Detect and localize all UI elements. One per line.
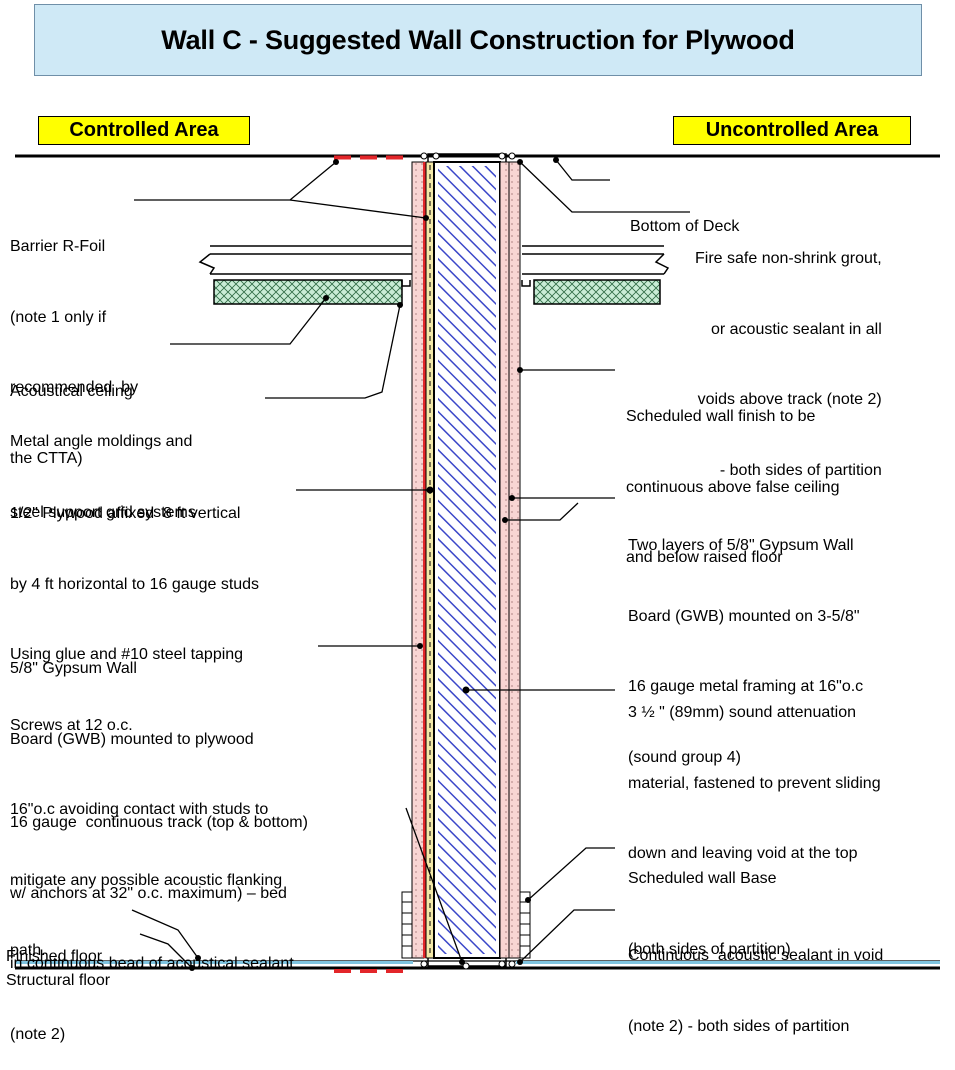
note-line: 16 gauge metal framing at 16"o.c [628, 678, 864, 695]
note-line: 3 ½ " (89mm) sound attenuation [628, 704, 857, 721]
note-metal-moldings: Metal angle moldings and steel support g… [10, 383, 196, 548]
page-title: Wall C - Suggested Wall Construction for… [161, 24, 795, 55]
note-barrier-foil: Barrier R-Foil (note 1 only if recommend… [10, 188, 138, 494]
note-wall-base: Scheduled wall Base (both sides of parti… [628, 820, 791, 985]
note-line: by 4 ft horizontal to 16 gauge studs [10, 575, 260, 593]
plywood-layer [425, 161, 435, 959]
top-track [427, 153, 507, 162]
gwb-right-inner [499, 161, 510, 959]
note-line: 16 gauge continuous track (top & bottom) [10, 814, 308, 831]
note-bottom-of-deck: Bottom of Deck [630, 168, 739, 262]
note-two-layers-gwb: Two layers of 5/8" Gypsum Wall Board (GW… [628, 487, 863, 793]
note-line: Two layers of 5/8" Gypsum Wall [628, 537, 854, 554]
finished-floor-strip [15, 961, 413, 964]
note-line: Metal angle moldings and [10, 433, 193, 450]
title-box: Wall C - Suggested Wall Construction for… [34, 4, 922, 76]
note-line: 1/2" Plywood affixed 8 ft vertical [10, 505, 241, 522]
right-leaders [466, 159, 690, 963]
note-plywood: 1/2" Plywood affixed 8 ft vertical by 4 … [10, 455, 259, 761]
finished-floor-strip-right [516, 961, 940, 964]
note-line: in continuous bead of acoustical sealant [10, 955, 294, 972]
note-track: 16 gauge continuous track (top & bottom)… [10, 764, 308, 1070]
note-line: 5/8" Gypsum Wall [10, 660, 137, 677]
note-line: mitigate any possible acoustic flanking [10, 871, 283, 889]
note-line: the CTTA) [10, 449, 83, 467]
sound-attenuation [438, 166, 496, 954]
note-line: Scheduled wall finish to be [626, 408, 816, 425]
note-line: recommended by [10, 379, 139, 396]
note-line: Acoustical ceiling [10, 383, 133, 400]
note-line: (note 2) - both sides of partition [628, 1017, 850, 1035]
note-line: Board (GWB) mounted on 3-5/8" [628, 607, 860, 625]
note-line: path. [10, 942, 46, 959]
note-line: Fire safe non-shrink grout, [695, 250, 882, 267]
left-leader-dots [189, 159, 465, 971]
note-line: voids above track (note 2) [697, 391, 882, 408]
gwb-left-layer [411, 161, 425, 959]
note-acoustic-sealant: Continuous acoustic sealant in void (not… [628, 897, 883, 1062]
note-sound-attenuation: 3 ½ " (89mm) sound attenuation material,… [628, 654, 881, 889]
right-leader-dots [462, 157, 559, 965]
note-line: steel support grid systems [10, 503, 196, 521]
note-line: Continuous acoustic sealant in void [628, 947, 884, 964]
note-line: Board (GWB) mounted to plywood [10, 730, 254, 748]
right-ceiling [521, 245, 670, 305]
note-finished-floor: Finished floor [6, 898, 102, 992]
note-line: down and leaving void at the top [628, 845, 858, 862]
note-line: or acoustic sealant in all [710, 320, 882, 338]
note-line: material, fastened to prevent sliding [628, 774, 881, 792]
note-line: w/ anchors at 32" o.c. maximum) – bed [10, 884, 287, 902]
note-line: Scheduled wall Base [628, 870, 777, 887]
note-line: Bottom of Deck [630, 218, 740, 235]
note-grout: Fire safe non-shrink grout, or acoustic … [695, 200, 882, 506]
note-acoustical-ceiling: Acoustical ceiling [10, 333, 133, 427]
note-line: (note 2) [10, 1025, 66, 1043]
note-line: (sound group 4) [628, 748, 741, 766]
controlled-area-label: Controlled Area [38, 116, 250, 145]
note-line: and below raised floor [626, 549, 783, 566]
note-wall-finish: Scheduled wall finish to be continuous a… [626, 358, 839, 593]
note-structural-floor: Structural floor [6, 922, 110, 1016]
note-line: 16"o.c avoiding contact with studs to [10, 801, 269, 818]
note-line: Structural floor [6, 972, 111, 989]
note-line: (both sides of partition) [628, 940, 791, 958]
note-line: (note 1 only if [10, 308, 107, 326]
note-line: - both sides of partition [719, 461, 882, 479]
note-line: Finished floor [6, 948, 103, 965]
uncontrolled-area-label: Uncontrolled Area [673, 116, 911, 145]
note-line: Screws at 12 o.c. [10, 716, 133, 734]
note-line: continuous above false ceiling [626, 478, 840, 496]
left-wall-base [401, 891, 413, 959]
left-ceiling [198, 245, 412, 305]
wall-section-drawing [15, 152, 940, 973]
note-line: Using glue and #10 steel tapping [10, 646, 244, 663]
note-gwb-plywood: 5/8" Gypsum Wall Board (GWB) mounted to … [10, 610, 282, 986]
note-line: Barrier R-Foil [10, 238, 106, 255]
gwb-right-outer [508, 161, 521, 959]
